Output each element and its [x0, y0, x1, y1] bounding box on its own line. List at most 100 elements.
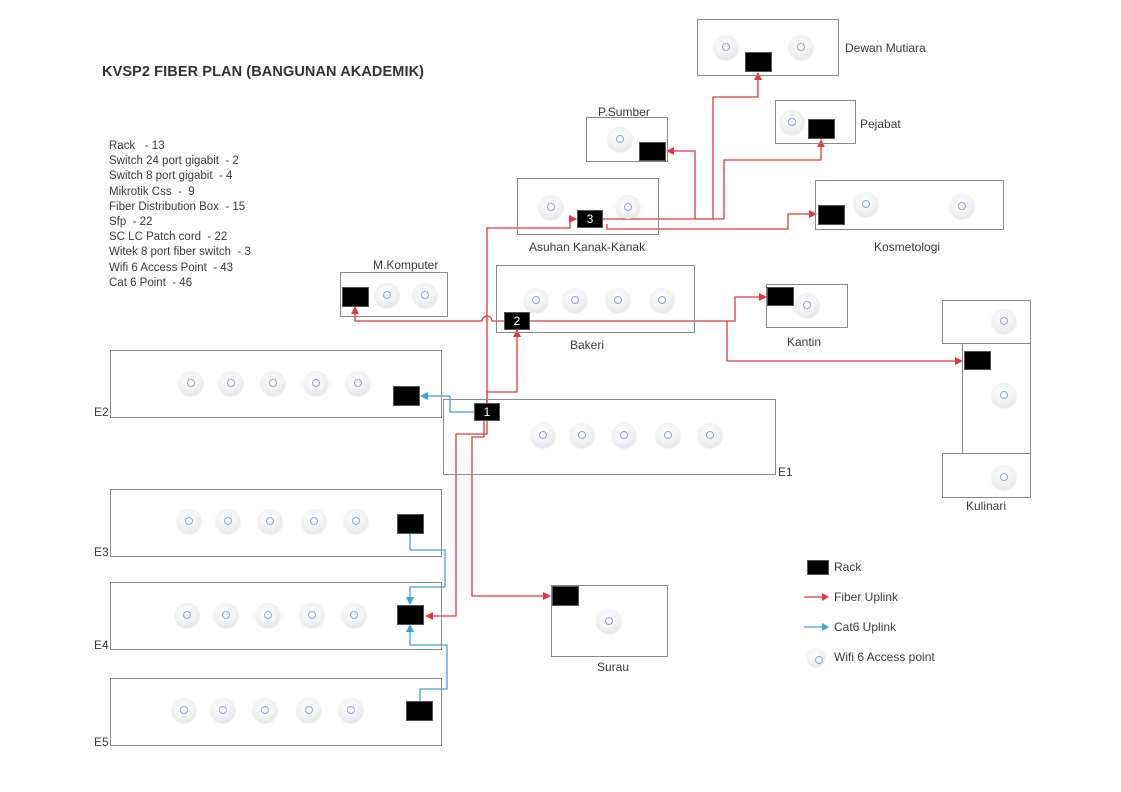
wifi-ap-icon — [656, 423, 680, 447]
building-label-m-komputer: M.Komputer — [373, 258, 439, 272]
wifi-ap-icon — [175, 603, 199, 627]
wifi-ap-icon — [219, 371, 243, 395]
building-dewan-mutiara — [697, 19, 839, 76]
building-label-e1: E1 — [778, 465, 793, 479]
wifi-ap-icon — [795, 293, 819, 317]
legend-fiber-arrow-icon — [804, 593, 829, 601]
wifi-ap-icon — [950, 194, 974, 218]
rack-kulinari — [964, 351, 991, 370]
building-kulinari-bottom — [942, 453, 1031, 498]
bom-item: Switch 24 port gigabit - 2 — [109, 155, 239, 168]
wifi-ap-icon — [570, 423, 594, 447]
bill-of-materials: Rack - 13 Switch 24 port gigabit - 2 Swi… — [109, 139, 251, 291]
wifi-ap-icon — [563, 288, 587, 312]
wifi-ap-icon — [346, 371, 370, 395]
bom-item: Cat 6 Point - 46 — [109, 276, 193, 289]
rack-e5 — [406, 701, 433, 721]
legend-cat6-label: Cat6 Uplink — [834, 620, 897, 634]
rack-surau — [552, 586, 579, 606]
building-e2 — [110, 350, 442, 418]
building-label-bakeri: Bakeri — [570, 338, 605, 352]
bom-item: Mikrotik Css - 9 — [109, 185, 195, 198]
bom-item: Fiber Distribution Box - 15 — [109, 200, 246, 213]
building-label-kulinari: Kulinari — [966, 499, 1007, 513]
wifi-ap-icon — [780, 110, 804, 134]
wifi-ap-icon — [258, 509, 282, 533]
bom-item: Witek 8 port fiber switch - 3 — [109, 246, 251, 259]
building-label-asuhan: Asuhan Kanak-Kanak — [529, 240, 646, 254]
wifi-ap-icon — [339, 698, 363, 722]
rack-p-sumber — [639, 142, 666, 161]
wifi-ap-icon — [597, 609, 621, 633]
rack-2: 2 — [504, 312, 530, 330]
building-label-p-sumber: P.Sumber — [598, 105, 650, 119]
wifi-ap-icon — [616, 195, 640, 219]
wifi-ap-icon — [172, 698, 196, 722]
wifi-ap-icon — [344, 509, 368, 533]
building-label-e3: E3 — [94, 545, 109, 559]
building-label-e2: E2 — [94, 405, 109, 419]
building-e4 — [110, 582, 442, 650]
wifi-ap-icon — [524, 288, 548, 312]
building-label-surau: Surau — [597, 660, 630, 674]
legend-ap-label: Wifi 6 Access point — [834, 650, 935, 664]
building-bakeri — [496, 265, 695, 333]
fiber-link-e1-bakeri — [486, 329, 521, 404]
wifi-ap-icon — [342, 603, 366, 627]
wifi-ap-icon — [304, 371, 328, 395]
building-kulinari-top — [942, 300, 1031, 344]
building-asuhan-kanak-kanak — [517, 178, 659, 235]
building-kosmetologi — [815, 180, 1004, 230]
building-label-kantin: Kantin — [787, 335, 822, 349]
legend-cat6-arrow-icon — [804, 623, 829, 631]
fiber-link-asuhan-dewan — [695, 72, 762, 220]
building-m-komputer — [340, 272, 448, 317]
building-pejabat — [775, 100, 856, 144]
building-label-e4: E4 — [94, 638, 109, 652]
rack-e2 — [393, 386, 420, 406]
wifi-ap-icon — [992, 309, 1016, 333]
wifi-ap-icon — [214, 603, 238, 627]
wifi-ap-icon — [300, 603, 324, 627]
building-label-pejabat: Pejabat — [860, 117, 901, 131]
wifi-ap-icon — [256, 603, 280, 627]
wifi-ap-icon — [179, 371, 203, 395]
wifi-ap-icon — [297, 698, 321, 722]
wifi-ap-icon — [650, 288, 674, 312]
fiber-link-asuhan-pejabat — [713, 139, 825, 220]
legend-wifi-ap-icon — [807, 648, 825, 666]
wifi-ap-icon — [539, 195, 563, 219]
rack-dewan-mutiara — [745, 52, 772, 72]
wifi-ap-icon — [302, 509, 326, 533]
building-e3 — [110, 489, 442, 557]
rack-kosmetologi — [818, 205, 845, 225]
wifi-ap-icon — [698, 423, 722, 447]
legend-fiber-label: Fiber Uplink — [834, 590, 899, 604]
building-e1 — [443, 399, 776, 475]
wifi-ap-icon — [531, 423, 555, 447]
rack-e4 — [397, 605, 424, 625]
bom-item: SC LC Patch cord - 22 — [109, 231, 228, 244]
wifi-ap-icon — [789, 35, 813, 59]
legend-rack-label: Rack — [834, 560, 862, 574]
building-label-kosmetologi: Kosmetologi — [874, 240, 941, 254]
building-label-dewan-mutiara: Dewan Mutiara — [845, 41, 926, 55]
wifi-ap-icon — [992, 465, 1016, 489]
wifi-ap-icon — [177, 509, 201, 533]
wifi-ap-icon — [413, 283, 437, 307]
building-surau — [551, 585, 668, 657]
wifi-ap-icon — [253, 698, 277, 722]
rack-m-komputer — [342, 287, 369, 307]
wifi-ap-icon — [992, 383, 1016, 407]
legend-rack-swatch — [807, 560, 829, 575]
wifi-ap-icon — [375, 283, 399, 307]
rack-e3 — [397, 514, 424, 534]
diagram-title: KVSP2 FIBER PLAN (BANGUNAN AKADEMIK) — [102, 64, 425, 80]
bom-item: Sfp - 22 — [109, 216, 153, 229]
building-e5 — [110, 678, 442, 746]
building-kantin — [766, 284, 848, 328]
wifi-ap-icon — [608, 127, 632, 151]
wifi-ap-icon — [211, 698, 235, 722]
wifi-ap-icon — [612, 423, 636, 447]
building-label-e5: E5 — [94, 735, 109, 749]
